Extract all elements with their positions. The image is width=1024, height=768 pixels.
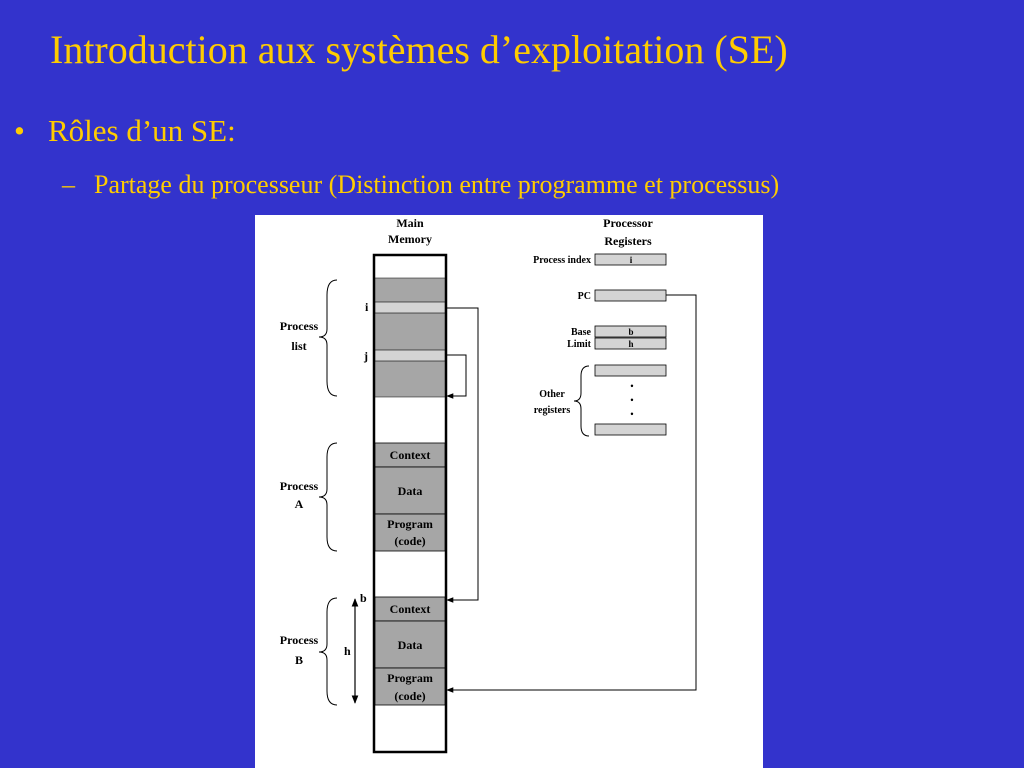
other-registers-label-line2: registers	[534, 405, 571, 416]
process-a-context-label: Context	[390, 448, 431, 462]
process-a-program-block	[374, 513, 446, 552]
other-registers-ellipsis-3: •	[630, 409, 633, 419]
bullet-item: • Rôles d’un SE:	[14, 113, 236, 149]
process-index-register-value: i	[630, 255, 633, 265]
pc-register-label: PC	[578, 291, 591, 302]
process-a-program-label-line1: Program	[387, 517, 433, 531]
other-register-top	[594, 364, 667, 377]
other-registers-brace	[573, 365, 590, 437]
other-registers-ellipsis-1: •	[630, 381, 633, 391]
process-list-brace	[318, 279, 338, 397]
process-b-label-line1: Process	[280, 633, 319, 647]
process-list-entry-j-label: j	[363, 349, 368, 363]
sub-bullet-text: Partage du processeur (Distinction entre…	[94, 170, 780, 199]
other-register-bottom	[594, 423, 667, 436]
process-b-brace	[318, 597, 338, 706]
process-b-base-label: b	[360, 591, 367, 605]
processor-registers-label-line1: Processor	[603, 216, 653, 230]
limit-register	[594, 337, 667, 350]
sub-bullet-item: –Partage du processeur (Distinction entr…	[62, 170, 779, 200]
process-list-block	[374, 277, 446, 398]
process-b-context-label: Context	[390, 602, 431, 616]
process-a-program-label-line2: (code)	[394, 534, 425, 548]
slide-title: Introduction aux systèmes d’exploitation…	[50, 27, 788, 72]
process-list-label-line1: Process	[280, 319, 319, 333]
bullet-marker: •	[14, 113, 25, 148]
process-b-data-label: Data	[398, 638, 423, 652]
process-a-blocks	[374, 442, 446, 552]
process-a-brace	[318, 442, 338, 552]
process-b-program-label-line2: (code)	[394, 689, 425, 703]
main-memory-label-line2: Memory	[388, 232, 432, 246]
base-register-value: b	[628, 327, 633, 337]
process-a-context-block	[374, 442, 446, 468]
process-list-entry-j	[374, 349, 446, 362]
process-b-height-label: h	[344, 644, 351, 658]
process-list-entry-i-label: i	[365, 300, 369, 314]
process-a-data-block	[374, 466, 446, 515]
limit-register-label: Limit	[567, 339, 592, 350]
processor-registers-label-line2: Registers	[604, 234, 652, 248]
process-list-entry-i	[374, 301, 446, 314]
process-a-label-line1: Process	[280, 479, 319, 493]
process-index-register-label: Process index	[533, 255, 591, 266]
other-registers-label-line1: Other	[539, 389, 565, 400]
main-memory-label-line1: Main	[396, 216, 424, 230]
process-diagram-svg: Main Memory i j Process list Context Dat…	[280, 216, 697, 754]
process-b-blocks	[374, 596, 446, 706]
process-a-label-line2: A	[295, 497, 304, 511]
base-register	[594, 325, 667, 338]
process-diagram: Main Memory i j Process list Context Dat…	[255, 215, 763, 768]
process-b-program-label-line1: Program	[387, 671, 433, 685]
base-register-label: Base	[571, 327, 592, 338]
pc-pointer-arrow	[446, 294, 697, 693]
process-b-data-block	[374, 620, 446, 669]
process-list-label-line2: list	[291, 339, 306, 353]
pc-register	[594, 289, 667, 302]
bullet-text: Rôles d’un SE:	[48, 113, 236, 148]
process-index-register	[594, 253, 667, 266]
limit-register-value: h	[628, 339, 633, 349]
entry-j-pointer-arrow	[445, 354, 467, 399]
process-b-label-line2: B	[295, 653, 303, 667]
entry-i-pointer-arrow	[445, 307, 479, 603]
process-a-data-label: Data	[398, 484, 423, 498]
sub-bullet-marker: –	[62, 170, 75, 199]
process-b-program-block	[374, 667, 446, 706]
other-registers-ellipsis-2: •	[630, 395, 633, 405]
